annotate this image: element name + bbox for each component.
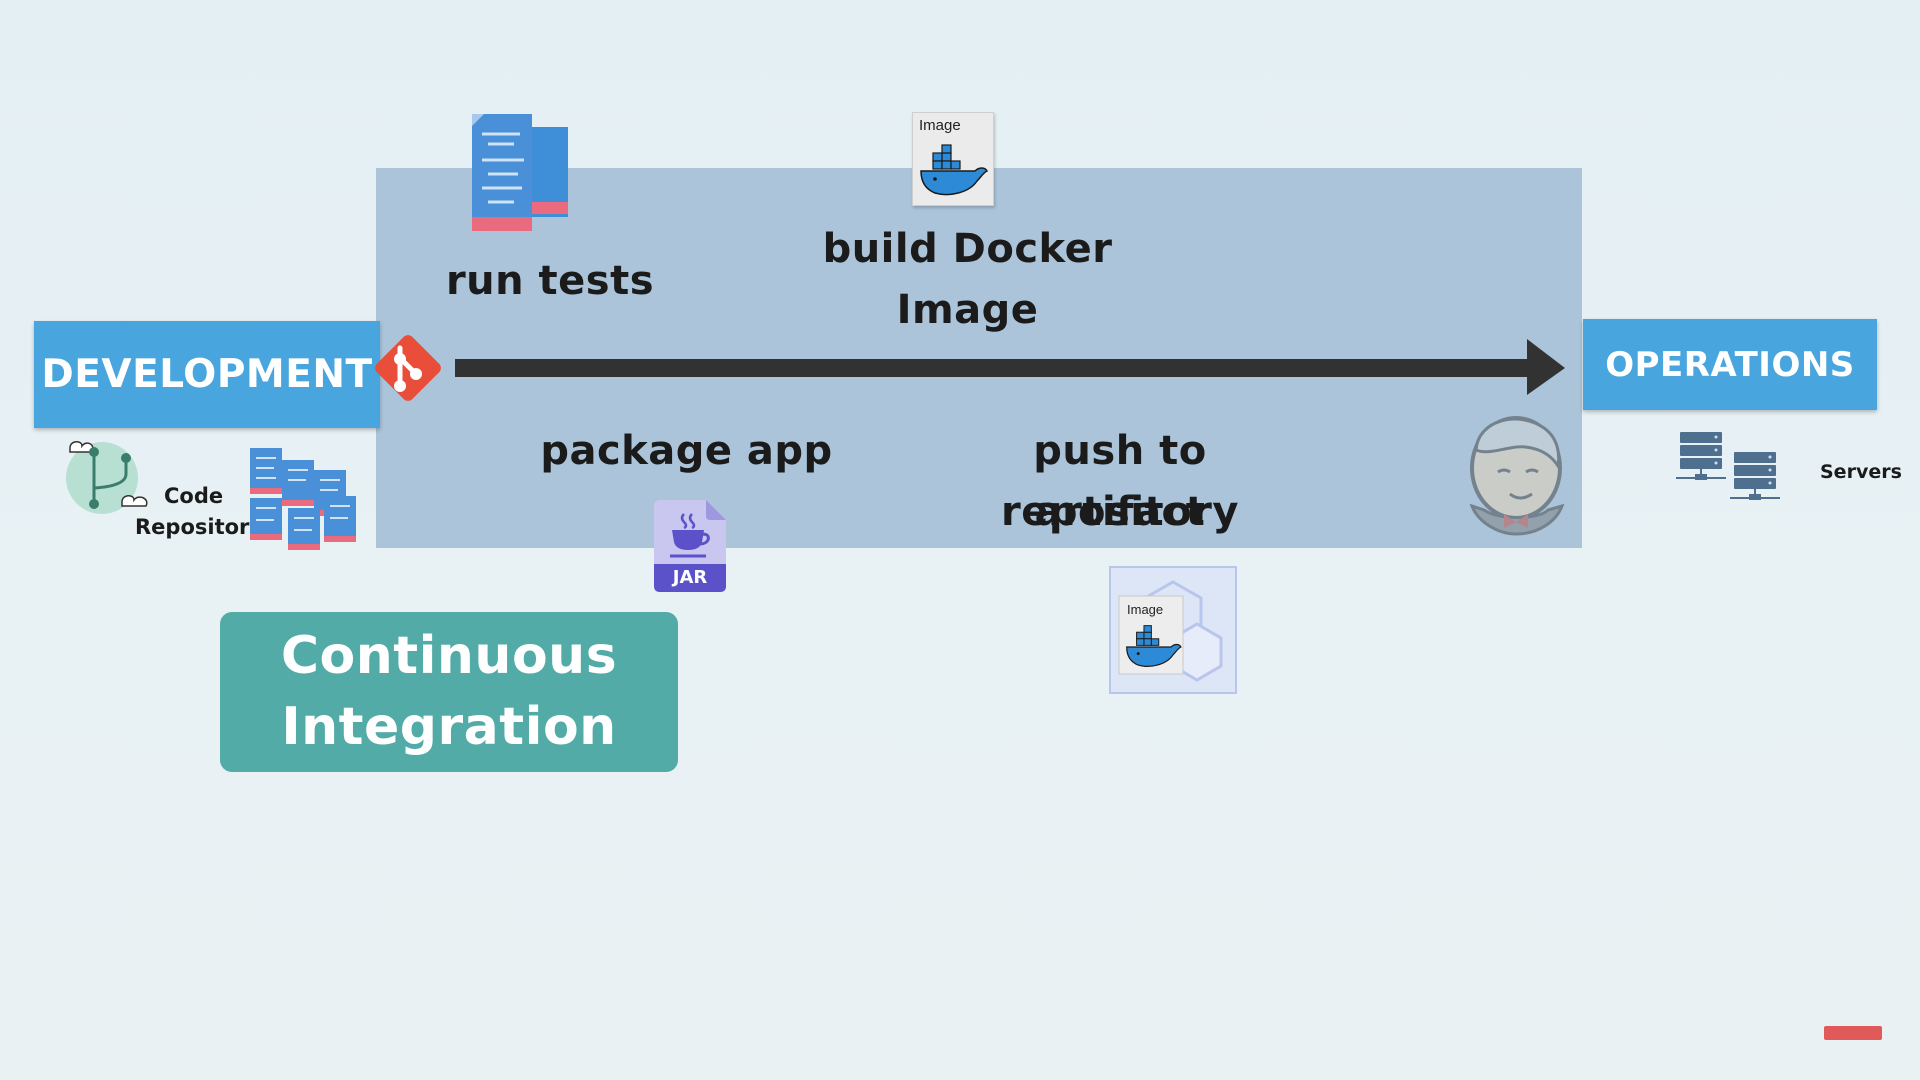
badge-line2: Integration (281, 697, 617, 757)
docker-whale-icon (1126, 625, 1182, 667)
code-repository-label-line2: Repository (135, 515, 264, 539)
git-icon (375, 335, 441, 401)
servers-icon (1676, 432, 1780, 500)
push-label-line1: push to artifact (1033, 428, 1207, 535)
build-image-label-line2: Image (896, 287, 1039, 333)
run-tests-label: run tests (445, 258, 655, 304)
jenkins-icon (1469, 416, 1565, 536)
package-app-label: package app (540, 428, 833, 474)
code-repository-label-line1: Code (164, 484, 224, 508)
code-files-stack-icon (250, 448, 356, 550)
pipeline-band (376, 168, 1582, 548)
subscribe-watermark (1824, 1026, 1882, 1040)
artifact-repository-card: Image (1109, 566, 1237, 694)
artifact-image-tag: Image (1127, 602, 1164, 617)
servers-label: Servers (1820, 461, 1902, 483)
operations-box: OPERATIONS (1583, 319, 1877, 410)
badge-line1: Continuous (280, 626, 618, 686)
jar-tag: JAR (672, 567, 708, 588)
docker-image-icon (920, 144, 989, 196)
jar-file-card: JAR (654, 500, 726, 592)
development-box: DEVELOPMENT (34, 321, 380, 428)
docker-image-card: Image (912, 112, 994, 206)
continuous-integration-badge: Continuous Integration (220, 612, 678, 772)
build-image-label-line1: build Docker (822, 226, 1113, 272)
code-repository-icon (66, 441, 148, 514)
jar-file-icon (654, 500, 726, 592)
code-files-icon (472, 114, 568, 231)
push-label-line2: repository (1001, 489, 1239, 535)
image-tag: Image (919, 117, 961, 134)
pipeline-arrow (455, 339, 1565, 395)
